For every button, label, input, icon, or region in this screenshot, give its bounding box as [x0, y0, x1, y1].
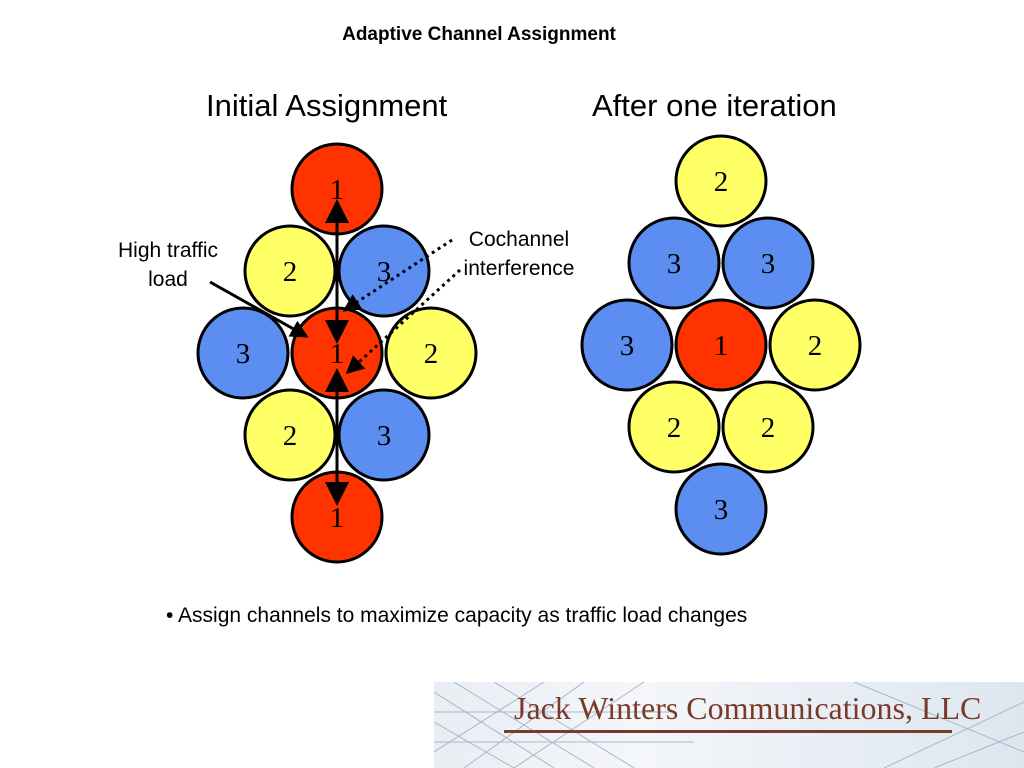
channel-number: 3 [377, 256, 392, 288]
cochannel-interference-label: Cochannel interference [463, 228, 575, 280]
cell-middle-left: 3 [580, 298, 674, 392]
high-traffic-label: High traffic load [118, 239, 218, 291]
channel-number: 2 [283, 256, 298, 288]
channel-number: 1 [330, 338, 345, 370]
cell-lower-right: 3 [337, 388, 431, 482]
cell-middle-right: 2 [384, 306, 478, 400]
channel-number: 1 [714, 330, 729, 362]
after-iteration-title: After one iteration [592, 88, 837, 123]
cell-top: 1 [290, 142, 384, 236]
cell-circle [674, 462, 768, 556]
logo-wordmark: Jack Winters Communications, LLC [514, 690, 982, 726]
cell-circle [243, 388, 337, 482]
cell-upper-right: 3 [721, 216, 815, 310]
annotation-overlay [209, 199, 462, 506]
cell-upper-right: 3 [337, 224, 431, 318]
cell-circle [384, 306, 478, 400]
cell-circle [768, 298, 862, 392]
cell-circle [580, 298, 674, 392]
channel-number: 2 [667, 412, 682, 444]
cell-circle [674, 298, 768, 392]
cell-lower-left: 2 [243, 388, 337, 482]
cell-circle [196, 306, 290, 400]
cochannel-pointer-lower [345, 268, 462, 375]
channel-number: 2 [761, 412, 776, 444]
cell-circle [243, 224, 337, 318]
cell-middle-right: 2 [768, 298, 862, 392]
cell-upper-left: 2 [243, 224, 337, 318]
logo-underline [504, 730, 952, 733]
cell-circle [627, 216, 721, 310]
cell-bottom: 3 [674, 462, 768, 556]
channel-number: 2 [714, 166, 729, 198]
slide-title: Adaptive Channel Assignment [342, 24, 616, 45]
cell-circle [674, 134, 768, 228]
cell-top: 2 [674, 134, 768, 228]
logo-grid-pattern [434, 682, 1024, 768]
cell-circle [721, 380, 815, 474]
high-traffic-pointer [209, 280, 309, 338]
channel-number: 1 [330, 174, 345, 206]
channel-number: 3 [714, 494, 729, 526]
cell-middle-left: 3 [196, 306, 290, 400]
initial-cell-grid: 1 2 3 3 1 2 2 3 1 [196, 142, 478, 564]
cell-circle [721, 216, 815, 310]
channel-number: 1 [330, 502, 345, 534]
cell-center: 1 [674, 298, 768, 392]
channel-number: 3 [377, 420, 392, 452]
cell-upper-left: 3 [627, 216, 721, 310]
cochannel-pointer-upper [342, 238, 453, 312]
channel-number: 3 [761, 248, 776, 280]
cell-circle [627, 380, 721, 474]
channel-number: 2 [424, 338, 439, 370]
channel-number: 2 [283, 420, 298, 452]
channel-number: 3 [667, 248, 682, 280]
after-cell-grid: 2 3 3 3 1 2 2 2 3 [580, 134, 862, 556]
channel-number: 2 [808, 330, 823, 362]
initial-assignment-title: Initial Assignment [206, 88, 448, 123]
channel-number: 3 [620, 330, 635, 362]
cell-lower-left: 2 [627, 380, 721, 474]
cell-circle [337, 224, 431, 318]
channel-number: 3 [236, 338, 251, 370]
bullet-point: • Assign channels to maximize capacity a… [166, 604, 748, 627]
company-logo-banner: Jack Winters Communications, LLC [434, 682, 1024, 768]
cell-circle [337, 388, 431, 482]
channel-diagram: 1 2 3 3 1 2 2 3 1 2 3 3 3 1 2 2 2 3 [196, 134, 862, 564]
cell-lower-right: 2 [721, 380, 815, 474]
